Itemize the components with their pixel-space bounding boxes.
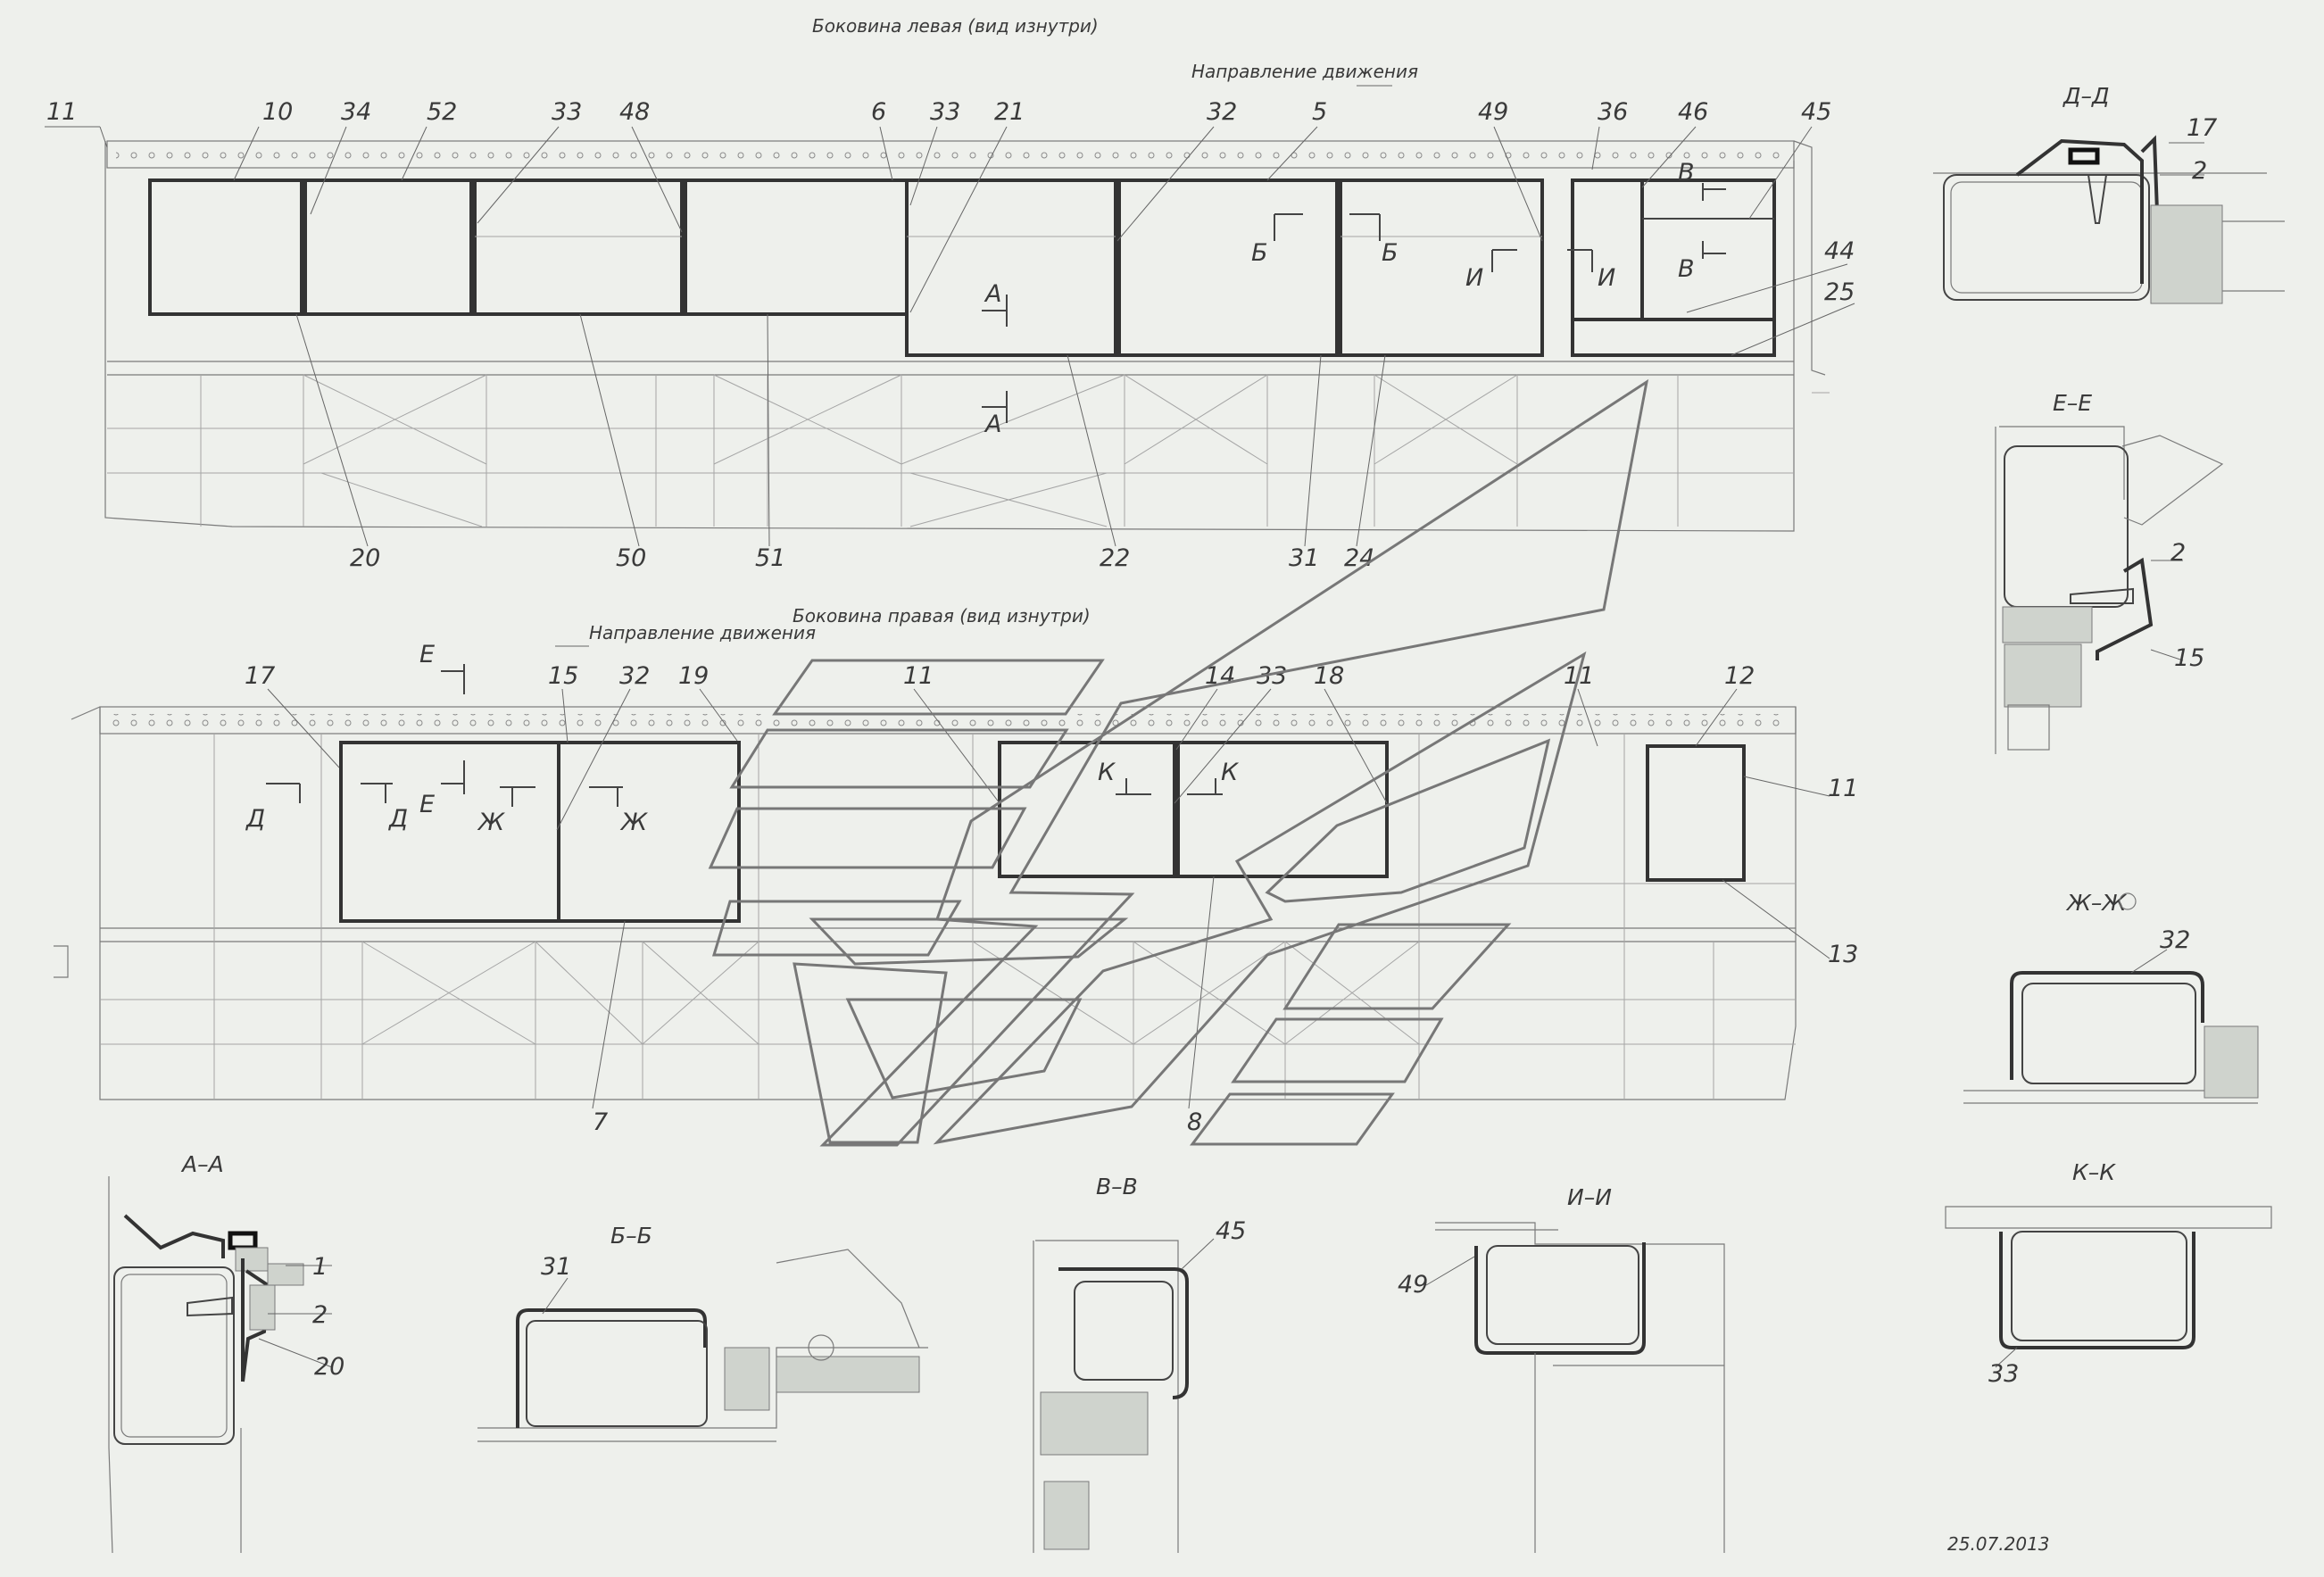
left-side-panel <box>104 140 1830 532</box>
left-right-callouts: 44 25 <box>1686 237 1855 356</box>
drawing-date: 25.07.2013 <box>1947 1533 2050 1555</box>
right-side-title: Боковина правая (вид изнутри) <box>793 605 1091 627</box>
svg-text:31: 31 <box>1289 544 1319 572</box>
svg-text:В: В <box>1678 255 1695 283</box>
svg-text:7: 7 <box>593 1108 608 1136</box>
svg-text:И: И <box>1598 264 1615 292</box>
section-kk: К–К 33 <box>1945 1159 2272 1388</box>
svg-text:6: 6 <box>871 98 886 126</box>
svg-text:Е–Е: Е–Е <box>2053 390 2092 416</box>
svg-text:49: 49 <box>1398 1271 1428 1299</box>
svg-text:34: 34 <box>341 98 371 126</box>
svg-text:15: 15 <box>548 662 578 690</box>
svg-text:В–В: В–В <box>1096 1174 1138 1199</box>
svg-text:13: 13 <box>1828 941 1858 968</box>
svg-text:32: 32 <box>2160 926 2190 954</box>
svg-text:45: 45 <box>1801 98 1831 126</box>
left-direction-label: Направление движения <box>1191 61 1418 82</box>
svg-text:11: 11 <box>46 98 77 126</box>
zh-symbol-icon <box>2119 892 2137 910</box>
svg-text:20: 20 <box>350 544 380 572</box>
right-side-panel <box>54 706 1797 1100</box>
svg-text:В: В <box>1678 159 1695 187</box>
svg-text:36: 36 <box>1598 98 1628 126</box>
section-ee: Е–Е 2 15 <box>1995 390 2224 754</box>
svg-text:8: 8 <box>1187 1108 1202 1136</box>
svg-text:И: И <box>1465 264 1483 292</box>
svg-text:2: 2 <box>312 1301 328 1329</box>
svg-text:А: А <box>984 280 1001 308</box>
svg-text:К: К <box>1221 759 1240 786</box>
svg-text:Д–Д: Д–Д <box>2063 83 2110 109</box>
svg-text:Д: Д <box>245 805 265 833</box>
svg-text:10: 10 <box>262 98 293 126</box>
svg-text:15: 15 <box>2174 644 2204 672</box>
svg-text:45: 45 <box>1216 1217 1246 1245</box>
svg-text:50: 50 <box>616 544 646 572</box>
svg-text:32: 32 <box>619 662 650 690</box>
svg-text:33: 33 <box>1988 1360 2019 1388</box>
svg-text:11: 11 <box>1828 775 1858 802</box>
svg-text:К: К <box>1098 759 1116 786</box>
svg-text:А: А <box>984 411 1001 438</box>
svg-text:46: 46 <box>1678 98 1708 126</box>
watermark-logo <box>708 378 1649 1147</box>
svg-text:1: 1 <box>312 1253 328 1281</box>
section-dd: Д–Д 17 2 <box>1933 83 2285 304</box>
svg-text:48: 48 <box>619 98 650 126</box>
svg-text:52: 52 <box>427 98 457 126</box>
left-bottom-callouts: 20 50 51 22 31 24 <box>295 313 1386 572</box>
svg-text:5: 5 <box>1312 98 1327 126</box>
svg-text:Ж–Ж: Ж–Ж <box>2065 890 2127 916</box>
svg-text:К–К: К–К <box>2072 1159 2116 1185</box>
svg-text:11: 11 <box>903 662 934 690</box>
svg-text:17: 17 <box>245 662 275 690</box>
right-bottom-callouts: 7 8 <box>592 876 1215 1136</box>
svg-text:20: 20 <box>314 1353 344 1381</box>
svg-text:22: 22 <box>1100 544 1130 572</box>
svg-text:18: 18 <box>1314 662 1344 690</box>
section-vv: В–В 45 <box>1033 1174 1246 1553</box>
svg-text:19: 19 <box>678 662 709 690</box>
svg-text:31: 31 <box>541 1253 571 1281</box>
svg-text:Д: Д <box>388 805 408 833</box>
left-side-title: Боковина левая (вид изнутри) <box>812 15 1099 37</box>
svg-text:49: 49 <box>1478 98 1508 126</box>
svg-text:51: 51 <box>755 544 785 572</box>
left-top-callouts: 11 10 34 52 33 48 6 33 21 32 5 49 36 46 … <box>45 98 1831 313</box>
svg-text:2: 2 <box>2170 539 2186 567</box>
svg-text:33: 33 <box>552 98 582 126</box>
svg-text:Б: Б <box>1251 239 1268 267</box>
svg-text:Б–Б: Б–Б <box>610 1223 652 1249</box>
svg-text:2: 2 <box>2192 157 2207 185</box>
svg-text:33: 33 <box>930 98 960 126</box>
section-zhzh: Ж–Ж 32 <box>1963 890 2259 1104</box>
svg-text:А–А: А–А <box>180 1151 224 1177</box>
svg-text:32: 32 <box>1207 98 1237 126</box>
svg-text:Ж: Ж <box>619 809 648 836</box>
svg-text:Б: Б <box>1382 239 1399 267</box>
svg-text:21: 21 <box>994 98 1025 126</box>
svg-text:Е: Е <box>419 791 435 818</box>
svg-text:25: 25 <box>1824 278 1855 306</box>
left-section-marks: А А Б Б И И В В <box>982 159 1726 438</box>
right-section-marks: Е Д Д Е Ж Ж К К <box>245 641 1240 836</box>
right-right-callouts: 11 13 <box>1722 775 1858 968</box>
svg-text:12: 12 <box>1724 662 1755 690</box>
section-ii: И–И 49 <box>1398 1184 1725 1553</box>
svg-text:17: 17 <box>2187 114 2217 142</box>
svg-text:Ж: Ж <box>477 809 505 836</box>
svg-text:Е: Е <box>419 641 435 668</box>
right-direction-label: Направление движения <box>589 622 816 643</box>
right-top-callouts: 17 15 32 19 11 14 33 18 11 12 <box>245 662 1755 831</box>
section-bb: Б–Б 31 <box>477 1223 928 1442</box>
section-aa: А–А 1 2 20 <box>108 1151 344 1554</box>
svg-text:44: 44 <box>1824 237 1855 265</box>
svg-text:И–И: И–И <box>1567 1184 1612 1210</box>
